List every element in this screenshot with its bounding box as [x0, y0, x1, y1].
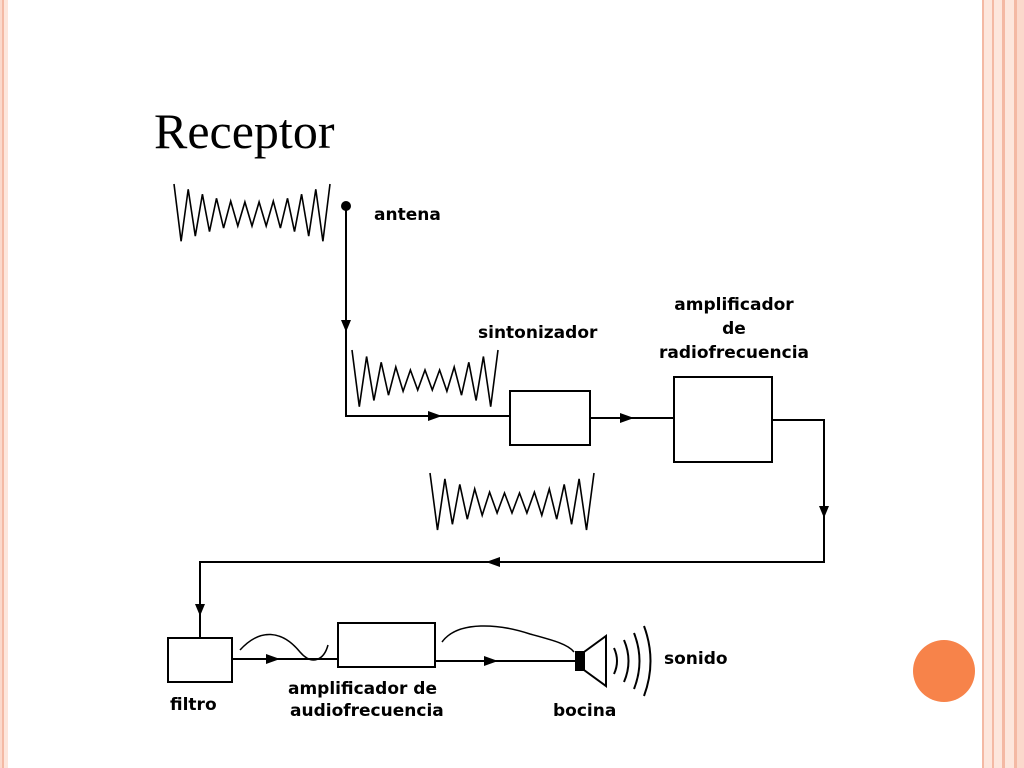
- filter-block: [167, 637, 233, 683]
- arrow-right-audio-in: [266, 654, 280, 664]
- arrow-left-return: [486, 557, 500, 567]
- sound-label: sonido: [664, 649, 728, 669]
- speaker-label: bocina: [553, 701, 616, 721]
- slide-right-border: [978, 0, 1024, 768]
- slide-title: Receptor: [154, 103, 335, 159]
- arrow-down-filter-in: [195, 604, 205, 616]
- tuner-block: [509, 390, 591, 446]
- speaker-icon: [575, 634, 607, 688]
- antenna-label: antena: [374, 205, 441, 225]
- sound-waves-icon: [613, 625, 652, 697]
- arrow-right-tuner-in: [428, 411, 442, 421]
- arrow-down-antenna: [341, 320, 351, 332]
- rf-amplifier-label-line2: de: [722, 319, 746, 339]
- arrow-down-rf-out: [819, 506, 829, 518]
- tuner-signal-wave: [351, 349, 499, 407]
- filter-label: filtro: [170, 695, 217, 715]
- decorative-orange-circle: [913, 640, 975, 702]
- signal-arrows: [195, 320, 829, 666]
- rf-amplifier-label-line1: amplificador: [674, 295, 794, 315]
- rf-amplifier-block: [673, 376, 773, 463]
- arrow-right-speaker-in: [484, 656, 498, 666]
- arrow-right-rf-in: [620, 413, 634, 423]
- slide-left-border: [0, 0, 8, 768]
- audio-amplifier-block: [337, 622, 436, 668]
- filtered-audio-wave: [239, 633, 329, 661]
- antenna-signal-wave: [173, 183, 331, 242]
- tuner-label: sintonizador: [478, 323, 598, 343]
- audio-amplifier-label-line2: audiofrecuencia: [290, 701, 444, 721]
- rf-amplifier-label-line3: radiofrecuencia: [659, 343, 809, 363]
- amplified-audio-wave: [441, 625, 575, 653]
- audio-amplifier-label-line1: amplificador de: [288, 679, 437, 699]
- rf-signal-wave: [429, 472, 595, 531]
- signal-path: [199, 206, 825, 662]
